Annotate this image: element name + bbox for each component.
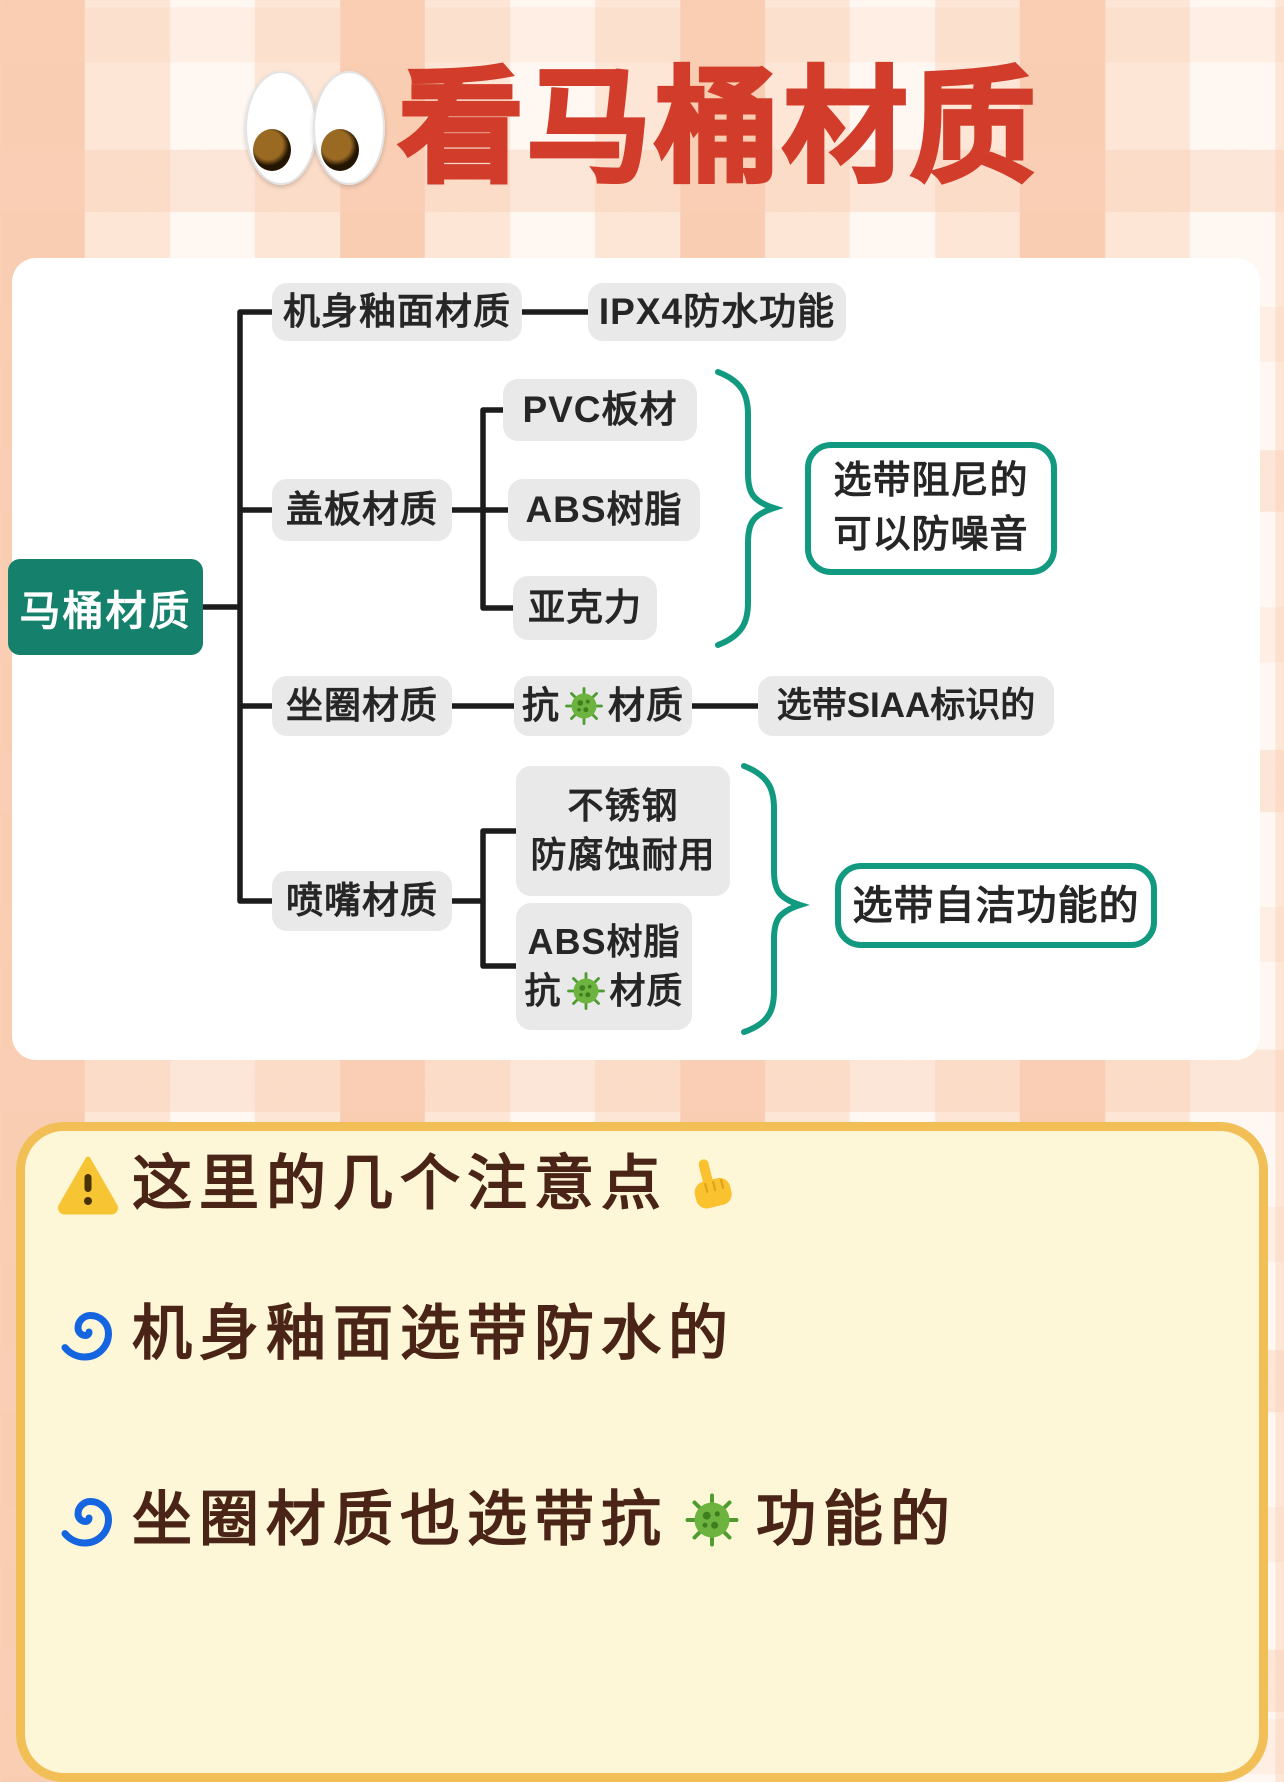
- page-title: 看马桶材质: [397, 59, 1039, 197]
- page: 看马桶材质 马桶材质 机身釉面材质 IPX4防水功能 盖板材质 PVC板材 AB…: [0, 48, 1284, 1782]
- node-line2: 防腐蚀耐用: [530, 834, 716, 875]
- eyes-icon: [244, 71, 385, 185]
- notes-panel: [16, 1122, 1268, 1782]
- note-damping-noise: 选带阻尼的 可以防噪音: [805, 442, 1057, 575]
- node-label-pre: 抗: [524, 969, 562, 1011]
- note-line: 可以防噪音: [833, 513, 1029, 556]
- node-label: IPX4防水功能: [598, 291, 836, 333]
- cyclone-spiral-icon: [56, 1488, 120, 1552]
- note-text: 这里的几个注意点: [132, 1150, 668, 1217]
- root-node-toilet-material: 马桶材质: [8, 559, 203, 655]
- node-cover-material: 盖板材质: [272, 479, 452, 541]
- page-header: 看马桶材质: [0, 48, 1284, 208]
- note-line: 选带阻尼的: [833, 460, 1029, 503]
- node-label: 机身釉面材质: [283, 291, 511, 333]
- warning-icon: [56, 1152, 120, 1216]
- microbe-icon: [685, 1493, 739, 1547]
- note-self-cleaning: 选带自洁功能的: [835, 863, 1157, 948]
- node-line1: 不锈钢: [567, 785, 679, 827]
- pupil: [252, 129, 291, 171]
- node-label-post: 材质: [609, 969, 684, 1011]
- note-line-2: 机身釉面选带防水的: [56, 1302, 735, 1366]
- eye-right: [312, 71, 385, 185]
- node-abs-antibacterial: ABS树脂 抗 材质: [516, 903, 692, 1030]
- node-siaa-label: 选带SIAA标识的: [758, 676, 1054, 736]
- node-label: 选带SIAA标识的: [776, 686, 1036, 726]
- node-stainless-steel: 不锈钢 防腐蚀耐用: [516, 766, 730, 896]
- node-label: PVC板材: [522, 389, 678, 431]
- note-text-post: 功能的: [756, 1486, 957, 1553]
- node-label: 喷嘴材质: [286, 880, 438, 922]
- eye-left: [244, 71, 317, 185]
- node-ipx4-waterproof: IPX4防水功能: [588, 283, 846, 341]
- pupil: [320, 129, 359, 171]
- microbe-icon: [566, 971, 605, 1010]
- pointing-hand-icon: [685, 1153, 736, 1212]
- cyclone-spiral-icon: [56, 1302, 120, 1366]
- node-body-glaze-material: 机身釉面材质: [272, 283, 522, 341]
- node-line1: ABS树脂: [527, 920, 681, 962]
- node-label: 盖板材质: [286, 489, 438, 531]
- node-label: 坐圈材质: [286, 685, 438, 727]
- note-line-1: 这里的几个注意点: [56, 1152, 738, 1216]
- node-line2: 抗 材质: [524, 967, 683, 1016]
- node-abs-resin: ABS树脂: [508, 479, 700, 541]
- node-acrylic: 亚克力: [513, 576, 657, 640]
- node-seat-material: 坐圈材质: [272, 676, 452, 736]
- node-antibacterial-material: 抗 材质: [514, 676, 692, 736]
- note-line: 选带自洁功能的: [852, 883, 1140, 928]
- node-nozzle-material: 喷嘴材质: [272, 871, 452, 931]
- node-label-post: 材质: [608, 685, 684, 727]
- note-line-3: 坐圈材质也选带抗 功能的: [56, 1488, 957, 1552]
- node-label-pre: 抗: [522, 685, 560, 727]
- node-pvc-board: PVC板材: [503, 379, 697, 441]
- note-text: 机身釉面选带防水的: [132, 1300, 735, 1367]
- node-label: 亚克力: [528, 587, 642, 629]
- root-label: 马桶材质: [19, 588, 192, 634]
- note-text-pre: 坐圈材质也选带抗: [132, 1486, 668, 1553]
- node-label: ABS树脂: [525, 489, 683, 531]
- microbe-icon: [565, 687, 603, 725]
